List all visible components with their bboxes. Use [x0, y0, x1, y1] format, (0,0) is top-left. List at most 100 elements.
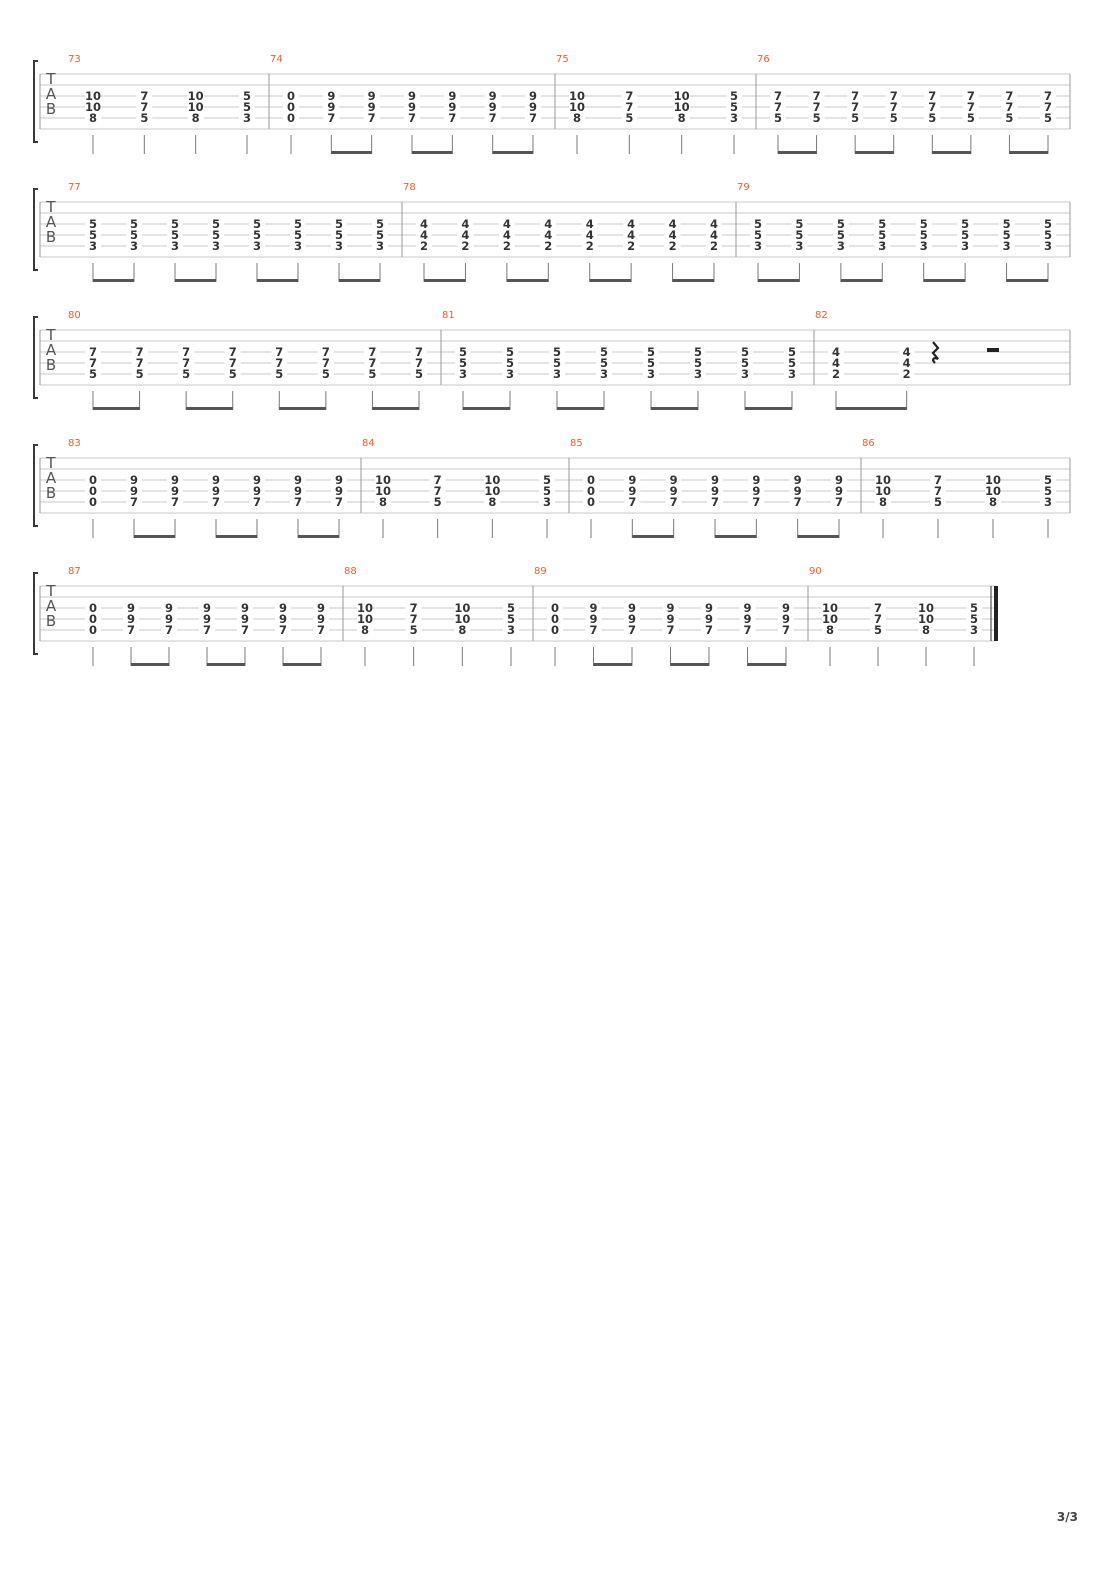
fret-number: 0: [89, 473, 97, 487]
fret-backdrop: [416, 219, 432, 229]
fret-backdrop: [770, 113, 786, 123]
fret-number: 10: [674, 100, 690, 114]
fret-number: 9: [670, 484, 678, 498]
tab-clef-letter: A: [46, 597, 57, 615]
fret-number: 10: [985, 473, 1001, 487]
fret-number: 9: [835, 473, 843, 487]
fret-number: 8: [192, 111, 200, 125]
fret-number: 9: [752, 473, 760, 487]
fret-backdrop: [778, 603, 794, 613]
fret-backdrop: [664, 230, 681, 240]
fret-backdrop: [750, 241, 766, 251]
fret-number: 5: [788, 345, 796, 359]
fret-backdrop: [484, 113, 501, 123]
fret-backdrop: [739, 614, 756, 624]
beam: [715, 535, 757, 538]
tab-system: TAB7310108775101085537400099799799799799…: [33, 54, 1071, 154]
fret-backdrop: [136, 102, 153, 112]
fret-backdrop: [624, 614, 640, 624]
fret-number: 5: [212, 217, 220, 231]
fret-backdrop: [187, 91, 204, 101]
fret-backdrop: [178, 347, 195, 357]
fret-backdrop: [870, 614, 886, 624]
fret-number: 4: [586, 228, 594, 242]
fret-backdrop: [85, 369, 101, 379]
fret-backdrop: [930, 497, 946, 507]
fret-backdrop: [847, 91, 864, 101]
fret-backdrop: [357, 603, 373, 613]
fret-backdrop: [808, 91, 825, 101]
tab-clef-letter: B: [46, 228, 56, 246]
fret-backdrop: [875, 475, 891, 485]
fret-backdrop: [662, 625, 679, 635]
fret-backdrop: [454, 603, 471, 613]
fret-backdrop: [643, 347, 659, 357]
fret-backdrop: [85, 603, 101, 613]
fret-backdrop: [372, 230, 388, 240]
fret-backdrop: [957, 219, 974, 229]
fret-backdrop: [915, 219, 932, 229]
fret-number: 10: [875, 473, 891, 487]
fret-backdrop: [275, 603, 291, 613]
fret-number: 3: [507, 623, 515, 637]
fret-backdrop: [1040, 475, 1056, 485]
fret-backdrop: [457, 230, 474, 240]
fret-number: 7: [851, 89, 859, 103]
fret-backdrop: [416, 241, 432, 251]
fret-backdrop: [502, 369, 518, 379]
fret-backdrop: [621, 91, 638, 101]
tab-clef-letter: A: [46, 213, 57, 231]
fret-number: 7: [967, 89, 975, 103]
fret-backdrop: [364, 358, 381, 368]
beam: [412, 151, 453, 154]
fret-number: 5: [890, 111, 898, 125]
fret-number: 7: [628, 495, 636, 509]
fret-backdrop: [317, 369, 334, 379]
fret-number: 5: [730, 100, 738, 114]
fret-backdrop: [275, 614, 291, 624]
fret-backdrop: [429, 486, 446, 496]
fret-number: 7: [171, 495, 179, 509]
fret-number: 7: [529, 111, 537, 125]
tab-clef-letter: A: [46, 341, 57, 359]
fret-backdrop: [549, 358, 565, 368]
fret-number: 7: [928, 89, 936, 103]
fret-backdrop: [208, 497, 224, 507]
fret-backdrop: [748, 497, 765, 507]
fret-backdrop: [875, 497, 891, 507]
fret-number: 7: [434, 473, 442, 487]
fret-number: 5: [920, 228, 928, 242]
beam: [175, 279, 216, 282]
fret-backdrop: [831, 475, 847, 485]
fret-backdrop: [249, 475, 265, 485]
fret-backdrop: [405, 603, 422, 613]
fret-number: 9: [628, 612, 636, 626]
fret-number: 7: [874, 612, 882, 626]
measure-number: 78: [403, 182, 416, 193]
fret-backdrop: [405, 625, 422, 635]
fret-backdrop: [898, 358, 915, 368]
fret-number: 5: [253, 217, 261, 231]
fret-number: 5: [322, 367, 330, 381]
fret-backdrop: [581, 230, 598, 240]
fret-backdrop: [85, 614, 101, 624]
measure-number: 82: [815, 310, 828, 321]
fret-backdrop: [701, 625, 717, 635]
fret-backdrop: [962, 113, 979, 123]
fret-number: 5: [813, 111, 821, 125]
fret-backdrop: [85, 358, 101, 368]
fret-backdrop: [623, 219, 640, 229]
fret-backdrop: [123, 614, 139, 624]
fret-number: 9: [130, 473, 138, 487]
fret-backdrop: [966, 614, 982, 624]
fret-backdrop: [547, 625, 563, 635]
fret-backdrop: [957, 241, 974, 251]
fret-backdrop: [136, 91, 153, 101]
fret-number: 10: [375, 484, 391, 498]
fret-number: 5: [837, 228, 845, 242]
system-bracket: [33, 188, 38, 271]
fret-backdrop: [673, 113, 690, 123]
